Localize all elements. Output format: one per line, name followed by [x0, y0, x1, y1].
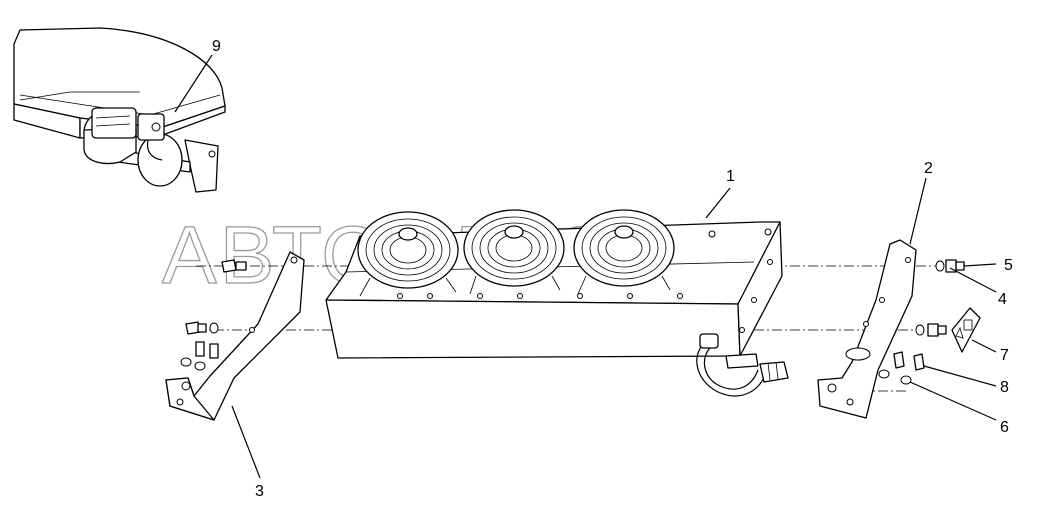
right-bracket [817, 239, 917, 419]
callout-7: 7 [1000, 347, 1009, 364]
left-fasteners [180, 259, 247, 371]
callout-4: 4 [998, 291, 1007, 308]
callout-8: 8 [1000, 379, 1009, 396]
fan-middle [463, 209, 565, 295]
callout-3: 3 [255, 483, 264, 500]
callout-9: 9 [212, 38, 221, 55]
callout-2: 2 [924, 160, 933, 177]
callout-1: 1 [726, 168, 735, 185]
callout-5: 5 [1004, 257, 1013, 274]
callout-6: 6 [1000, 419, 1009, 436]
right-fasteners [878, 259, 965, 385]
hose-fittings [696, 333, 789, 397]
left-bracket [165, 251, 305, 421]
warning-label [951, 307, 981, 353]
inset-view-mounting [13, 27, 226, 193]
fan-left [357, 211, 459, 297]
fan-right [573, 209, 675, 295]
